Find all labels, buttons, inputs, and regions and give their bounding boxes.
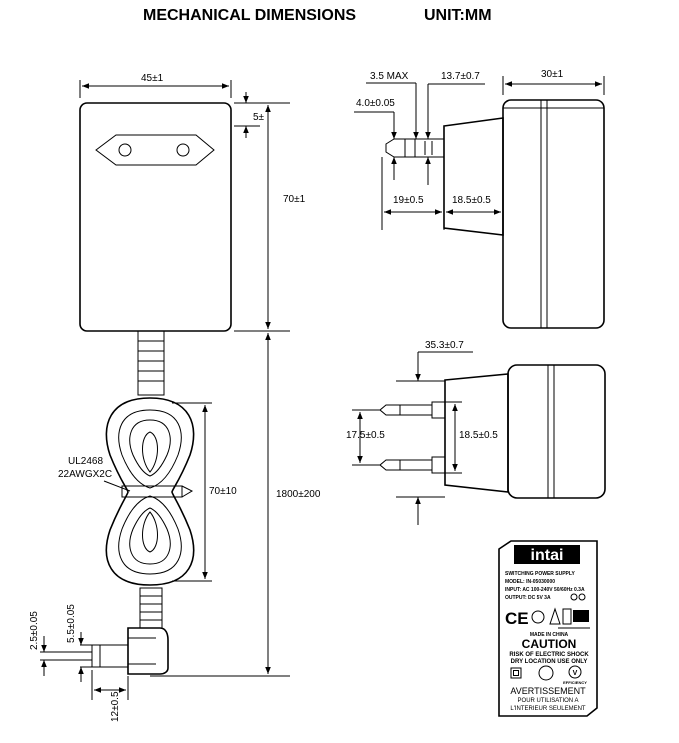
front-height-label: 70±1 (283, 194, 306, 205)
pin-span-label: 18.5±0.5 (459, 430, 498, 441)
certification-icon (573, 610, 589, 622)
brand-logo-text: intai (531, 547, 564, 564)
coil-length-label: 70±10 (209, 486, 237, 497)
side-view: 3.5 MAX 13.7±0.7 4.0±0.05 19±0.5 18.5±0.… (354, 69, 605, 329)
coiled-cable (105, 397, 195, 586)
plug-base-side (443, 117, 504, 236)
warning-icon (549, 607, 561, 625)
front-view: 45±1 5± 70±1 1800±200 (29, 73, 321, 722)
label-model: MODEL: IN-05030000 (505, 579, 555, 585)
plug-face (95, 134, 215, 166)
top-offset-label: 5± (253, 112, 265, 123)
label-pour: POUR UTILISATION A (518, 698, 579, 704)
label-caution: CAUTION (522, 637, 577, 651)
plug-base-top (444, 373, 509, 493)
label-interieur: L'INTERIEUR SEULEMENT (510, 706, 585, 712)
dc-outer-label: 5.5±0.05 (66, 604, 77, 643)
body-depth-label: 18.5±0.5 (452, 195, 491, 206)
adapter-body-top (507, 364, 606, 499)
label-input: INPUT: AC 100-240V 50/60Hz 0.3A (505, 587, 585, 593)
dc-length-label: 12±0.5 (110, 691, 121, 722)
plug-hole-left (118, 143, 132, 157)
recycle-icon (531, 610, 545, 624)
pin-diameter-label: 4.0±0.05 (356, 98, 395, 109)
cable-type-ul: UL2468 (68, 456, 103, 467)
strain-relief (137, 330, 165, 396)
product-label: intai SWITCHING POWER SUPPLY MODEL: IN-0… (498, 540, 598, 717)
overall-length-label: 35.3±0.7 (425, 340, 464, 351)
pin-max-label: 3.5 MAX (370, 71, 409, 82)
adapter-body-side (502, 99, 605, 329)
pin-pitch-label: 17.5±0.5 (346, 430, 385, 441)
label-made-in: MADE IN CHINA (530, 632, 569, 638)
double-insulation-icon (510, 667, 522, 679)
label-output: OUTPUT: DC 5V 3A (505, 595, 551, 601)
indoor-use-icon (538, 665, 554, 681)
cable-type-awg: 22AWGX2C (58, 469, 112, 480)
drawing-title: MECHANICAL DIMENSIONS (143, 7, 356, 24)
pin-length-label: 19±0.5 (393, 195, 424, 206)
dc-inner-label: 2.5±0.05 (29, 611, 40, 650)
top-view: 35.3±0.7 17.5±0.5 18.5±0.5 (346, 340, 606, 525)
label-dry: DRY LOCATION USE ONLY (511, 659, 588, 665)
plug-hole-right (176, 143, 190, 157)
front-width-label: 45±1 (141, 73, 164, 84)
brand-logo (514, 545, 580, 564)
bin-icon (562, 608, 572, 625)
adapter-body-front (79, 102, 232, 332)
label-risk: RISK OF ELECTRIC SHOCK (509, 652, 589, 658)
side-depth-label: 30±1 (541, 69, 564, 80)
efficiency-mark: V (573, 670, 578, 677)
unit-label: UNIT:MM (424, 7, 492, 24)
dc-plug-assembly (40, 587, 169, 675)
pin-distance-label: 13.7±0.7 (441, 71, 480, 82)
label-efficiency: EFFICIENCY (563, 680, 587, 685)
efficiency-icon (568, 665, 582, 679)
label-avertissement: AVERTISSEMENT (510, 686, 586, 696)
ce-mark: CE (505, 609, 529, 628)
cable-length-label: 1800±200 (276, 489, 321, 500)
label-product: SWITCHING POWER SUPPLY (505, 571, 575, 577)
pin-top-lower (379, 459, 433, 471)
pin-top-upper (379, 404, 433, 416)
